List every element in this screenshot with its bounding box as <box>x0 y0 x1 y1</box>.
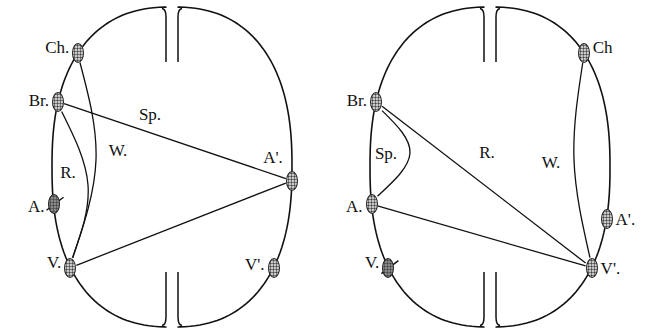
cortex-area: V. <box>382 258 394 278</box>
longitudinal-fissure <box>480 272 484 326</box>
area-label: Br. <box>347 91 367 108</box>
longitudinal-fissure <box>496 9 500 63</box>
area-label: Ch. <box>45 38 69 55</box>
tract-label: W. <box>540 154 563 171</box>
fissure-gap <box>485 321 496 331</box>
cortex-area: A'. <box>601 209 613 229</box>
hemisphere-outline <box>370 7 610 327</box>
longitudinal-fissure <box>178 272 182 326</box>
area-label: V'. <box>601 259 621 276</box>
tract-label: Sp. <box>373 145 399 162</box>
longitudinal-fissure <box>496 272 500 326</box>
tract-line <box>382 106 586 263</box>
tract-line <box>574 63 590 258</box>
tract-line <box>73 63 96 258</box>
tract-line <box>62 112 89 258</box>
longitudinal-fissure <box>480 9 484 63</box>
area-label: A. <box>346 198 363 215</box>
tract-label: R. <box>477 144 497 161</box>
longitudinal-fissure <box>162 272 166 326</box>
fissure-gap <box>485 3 496 13</box>
cortex-area: Br. <box>370 92 382 112</box>
tract-label: W. <box>107 142 130 159</box>
area-label: Br. <box>29 91 49 108</box>
area-label: A'. <box>616 210 636 227</box>
cortex-area: V. <box>64 258 76 278</box>
tract-label: R. <box>58 164 78 181</box>
cortex-area: Ch <box>578 43 590 63</box>
tract-line <box>76 183 285 265</box>
cortex-area: Br. <box>52 92 64 112</box>
cortex-area: Ch. <box>72 43 84 63</box>
fissure-gap <box>167 321 178 331</box>
cortex-area: V'. <box>586 258 598 278</box>
cortex-area: A'. <box>286 171 298 191</box>
longitudinal-fissure <box>162 9 166 63</box>
cortex-area: A. <box>366 194 378 214</box>
area-label: A. <box>28 198 45 215</box>
area-label: A'. <box>263 148 283 165</box>
tract-line <box>378 206 586 266</box>
area-label: V. <box>47 253 61 270</box>
area-label: V'. <box>245 255 265 272</box>
cortex-area: V'. <box>268 258 280 278</box>
fissure-gap <box>167 3 178 13</box>
area-label: V. <box>365 253 379 270</box>
area-label: Ch <box>593 38 613 55</box>
cortex-area: A. <box>48 194 60 214</box>
tract-label: Sp. <box>137 106 163 123</box>
hemisphere-outline <box>52 7 292 327</box>
tract-line <box>64 104 286 179</box>
longitudinal-fissure <box>178 9 182 63</box>
